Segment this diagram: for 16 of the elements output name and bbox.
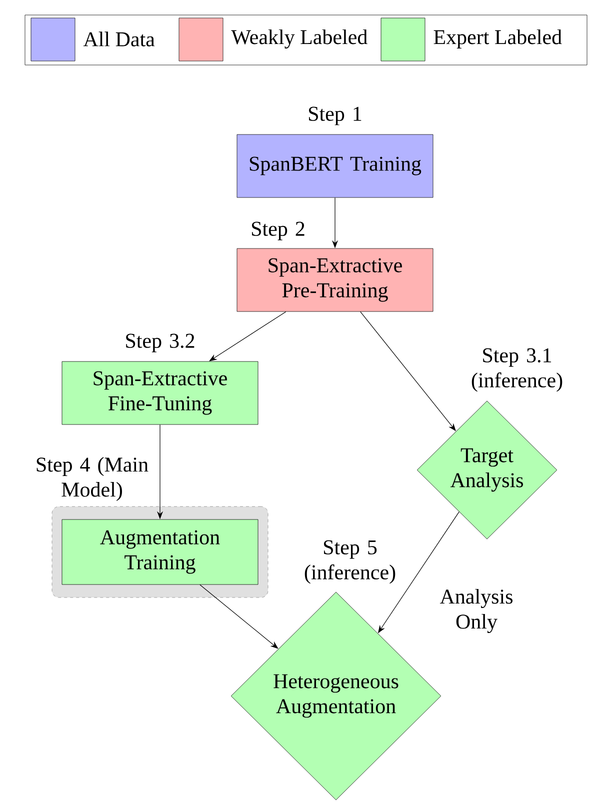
arrow <box>200 584 278 649</box>
step-label: Step 3.2 <box>126 334 194 352</box>
process-box: Augmentation Training <box>62 519 258 585</box>
process-box: Span-Extractive Pre-Training <box>236 248 434 312</box>
arrow <box>209 311 286 362</box>
step-label: Step 3.1 (inference) <box>472 348 562 392</box>
legend-label: All Data <box>83 32 155 46</box>
edge-label: Analysis Only <box>440 588 512 634</box>
step-label: Step 5 (inference) <box>304 540 396 584</box>
process-box: Span-Extractive Fine-Tuning <box>62 361 258 425</box>
legend-label: Expert Labeled <box>434 29 562 49</box>
legend-label: Weakly Labeled <box>231 29 368 49</box>
process-box: SpanBERT Training <box>236 134 434 198</box>
step-label: Step 2 <box>252 222 304 240</box>
step-label: Step 1 <box>309 106 362 126</box>
step-label: Step 4 (Main Model) <box>36 456 148 502</box>
